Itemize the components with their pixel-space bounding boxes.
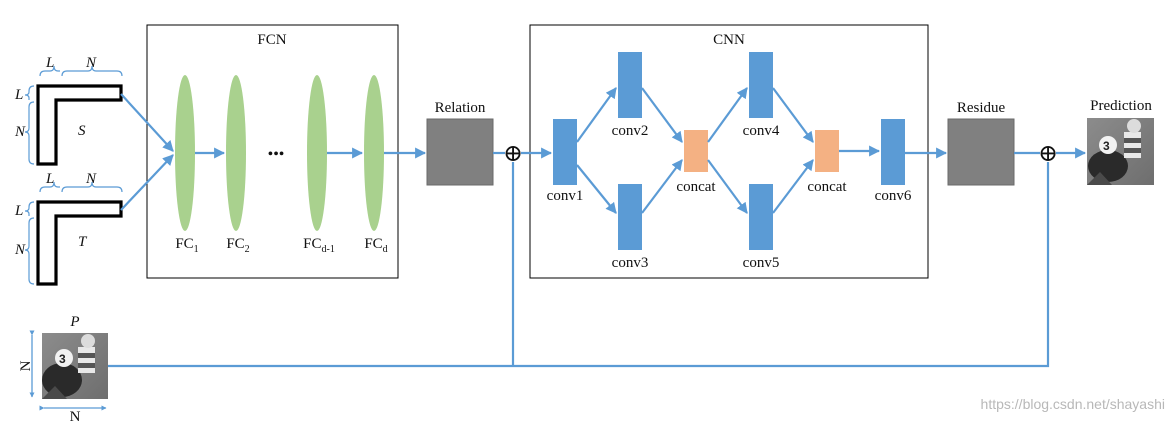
conv1-label: conv1: [547, 188, 584, 204]
fc-layer-2: [226, 75, 246, 231]
label-L-top: L: [45, 55, 54, 71]
brace-N-side: [24, 101, 35, 165]
relation-label: Relation: [435, 100, 486, 116]
fcn-block: FCN ••• FC1 FC2 FCd-1 FCd: [146, 24, 399, 279]
brace-L-top: [39, 65, 60, 77]
brace-L-side: [24, 85, 35, 100]
fcn-title: FCN: [257, 32, 286, 48]
prediction-image: Prediction 3: [1087, 98, 1154, 185]
input-image-P: P 3 N N: [18, 314, 108, 421]
add-node-1: ⊕: [503, 141, 523, 167]
ellipsis: •••: [268, 146, 285, 163]
residue-label: Residue: [957, 100, 1006, 116]
flow-arrows: [108, 87, 1087, 368]
template-S: L N L N S: [14, 55, 123, 166]
label-L-side: L: [14, 87, 23, 103]
conv2-block: [618, 52, 642, 118]
cnn-title: CNN: [713, 32, 745, 48]
fcd-1-label: FCd-1: [303, 236, 335, 255]
fc-layer-d-1: [307, 75, 327, 231]
jockey-photo: 3: [42, 333, 108, 399]
brace-L-top: [39, 181, 60, 193]
conv6-block: [881, 119, 905, 185]
cnn-block: CNN conv1 conv2 conv3 concat conv4 conv5…: [529, 24, 929, 279]
fcn-frame: [146, 24, 399, 279]
fc2-label: FC2: [226, 236, 249, 255]
conv3-label: conv3: [612, 255, 649, 271]
label-L-top: L: [45, 171, 54, 187]
concat2-label: concat: [807, 179, 847, 195]
conv5-block: [749, 184, 773, 250]
conv4-label: conv4: [743, 123, 780, 139]
brace-N-top: [61, 65, 123, 77]
residue-map: Residue: [947, 100, 1015, 186]
label-S: S: [78, 123, 86, 139]
label-L-side: L: [14, 203, 23, 219]
brace-N-top: [61, 181, 123, 193]
label-N-side: N: [14, 242, 26, 258]
svg-text:3: 3: [1103, 139, 1110, 153]
svg-text:3: 3: [59, 352, 66, 366]
fcd-label: FCd: [364, 236, 387, 255]
conv1-block: [553, 119, 577, 185]
conv2-label: conv2: [612, 123, 649, 139]
jockey-photo: 3: [1087, 118, 1154, 185]
label-T: T: [78, 234, 88, 250]
brace-N-side: [24, 217, 35, 285]
concat2-block: [815, 130, 839, 172]
label-N-top: N: [85, 171, 97, 187]
cnn-frame: [529, 24, 929, 279]
conv4-block: [749, 52, 773, 118]
conv5-label: conv5: [743, 255, 780, 271]
conv3-block: [618, 184, 642, 250]
template-T: L N L N T: [14, 171, 123, 286]
watermark: https://blog.csdn.net/shayashi: [981, 396, 1165, 412]
label-N-horizontal: N: [70, 409, 81, 421]
fc-layer-d: [364, 75, 384, 231]
add-node-2: ⊕: [1038, 141, 1058, 167]
brace-L-side: [24, 201, 35, 216]
fc1-label: FC1: [175, 236, 198, 255]
relation-map: Relation: [426, 100, 494, 186]
fc-layer-1: [175, 75, 195, 231]
label-N-vertical: N: [18, 360, 34, 371]
prediction-label: Prediction: [1090, 98, 1152, 114]
label-N-side: N: [14, 124, 26, 140]
conv6-label: conv6: [875, 188, 912, 204]
label-N-top: N: [85, 55, 97, 71]
label-P: P: [69, 314, 79, 330]
concat1-block: [684, 130, 708, 172]
concat1-label: concat: [676, 179, 716, 195]
